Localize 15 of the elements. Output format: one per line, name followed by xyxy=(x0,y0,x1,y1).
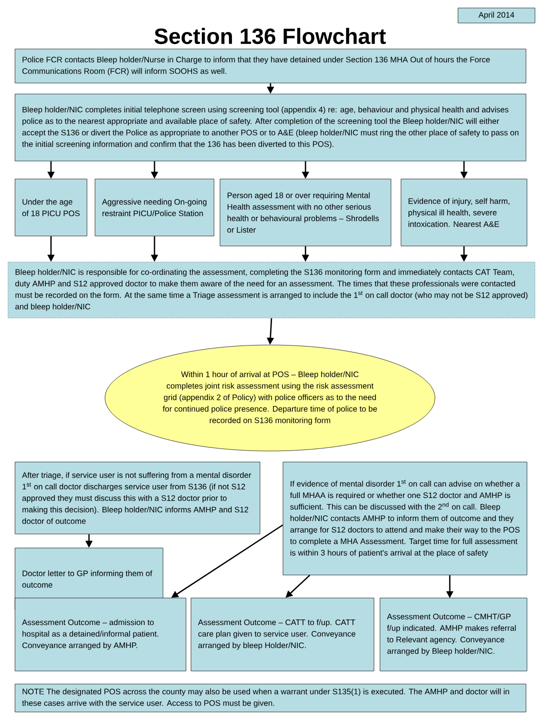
process-box: Police FCR contacts Bleep holder/Nurse in Charge to inform that they have detained under Section 136 MHA Out of hours the Force Communications Room (FCR) will inform SOOHS as well. xyxy=(14,48,526,84)
process-box: Assessment Outcome – CATT to f/up. CATT care plan given to service user. Conveyance arranged by bleep Holder/NIC. xyxy=(190,598,374,672)
process-box: Assessment Outcome – admission to hospital as a detained/informal patient. Conveyance arranged by AMHP. xyxy=(14,598,186,672)
process-box: Under the age of 18 PICU POS xyxy=(14,178,88,236)
process-box: NOTE The designated POS across the county may also be used when a warrant under S135(1) is executed. The AMHP and doctor will in these cases arrive with the service user. Access to POS must be given. xyxy=(14,684,526,712)
process-box: After triage, if service user is not suffering from a mental disorder 1$^{st}$ on call doctor discharges service user from S136 (if not S12 approved they must discuss this with a S12 doctor prior to making this decision). Bleep holder/NIC informs AMHP and S12 doctor of outcome xyxy=(14,462,260,534)
process-box: Bleep holder/NIC completes initial telephone screen using screening tool (appendix 4) re: age, behaviour and physical health and advises police as to the nearest appropriate and available place of safety. After completion of the screening tool the Bleep holder/NIC will either accept the S136 or divert the Police as appropriate to another POS or to A&E (bleep holder/NIC must ring the other place of safety to pass on the initial screening information and confirm that the 136 has been diverted to this POS). xyxy=(14,94,526,162)
process-box: Aggressive needing On-going restraint PICU/Police Station xyxy=(94,178,214,236)
process-box: If evidence of mental disorder 1$^{st}$ on call can advise on whether a full MHAA is required or whether one S12 doctor and AMHP is sufficient. This can be discussed with the 2$^{nd}$ on call. Bleep holder/NIC contacts AMHP to inform them of outcome and they arrange for S12 doctors to attend and make their way to the POS to complete a MHA Assessment. Target time for full assessment is within 3 hours of patient's arrival at the place of safety xyxy=(282,462,528,576)
title: Section 136 Flowchart xyxy=(154,28,386,44)
process-box: Evidence of injury, self harm, physical ill health, severe intoxication. Nearest A&E xyxy=(400,178,528,246)
process-box: Assessment Outcome – CMHT/GP f/up indicated. AMHP makes referral to Relevant agency. Conveyance arranged by Bleep holder/NIC. xyxy=(380,598,528,672)
date-box: April 2014 xyxy=(458,8,536,24)
process-box: Person aged 18 or over requiring Mental Health assessment with no other serious health or behavioural problems – Shrodells or Lister xyxy=(220,178,392,246)
process-box: Bleep holder/NIC is responsible for co-ordinating the assessment, completing the S136 monitoring form and immediately contacts CAT Team, duty AMHP and S12 approved doctor to make them aware of the need for an assessment. The times that these professionals were contacted must be recorded on the form. At the same time a Triage assessment is arranged to include the 1$^{st}$ on call doctor (who may not be S12 approved) and bleep holder/NIC xyxy=(8,262,536,318)
